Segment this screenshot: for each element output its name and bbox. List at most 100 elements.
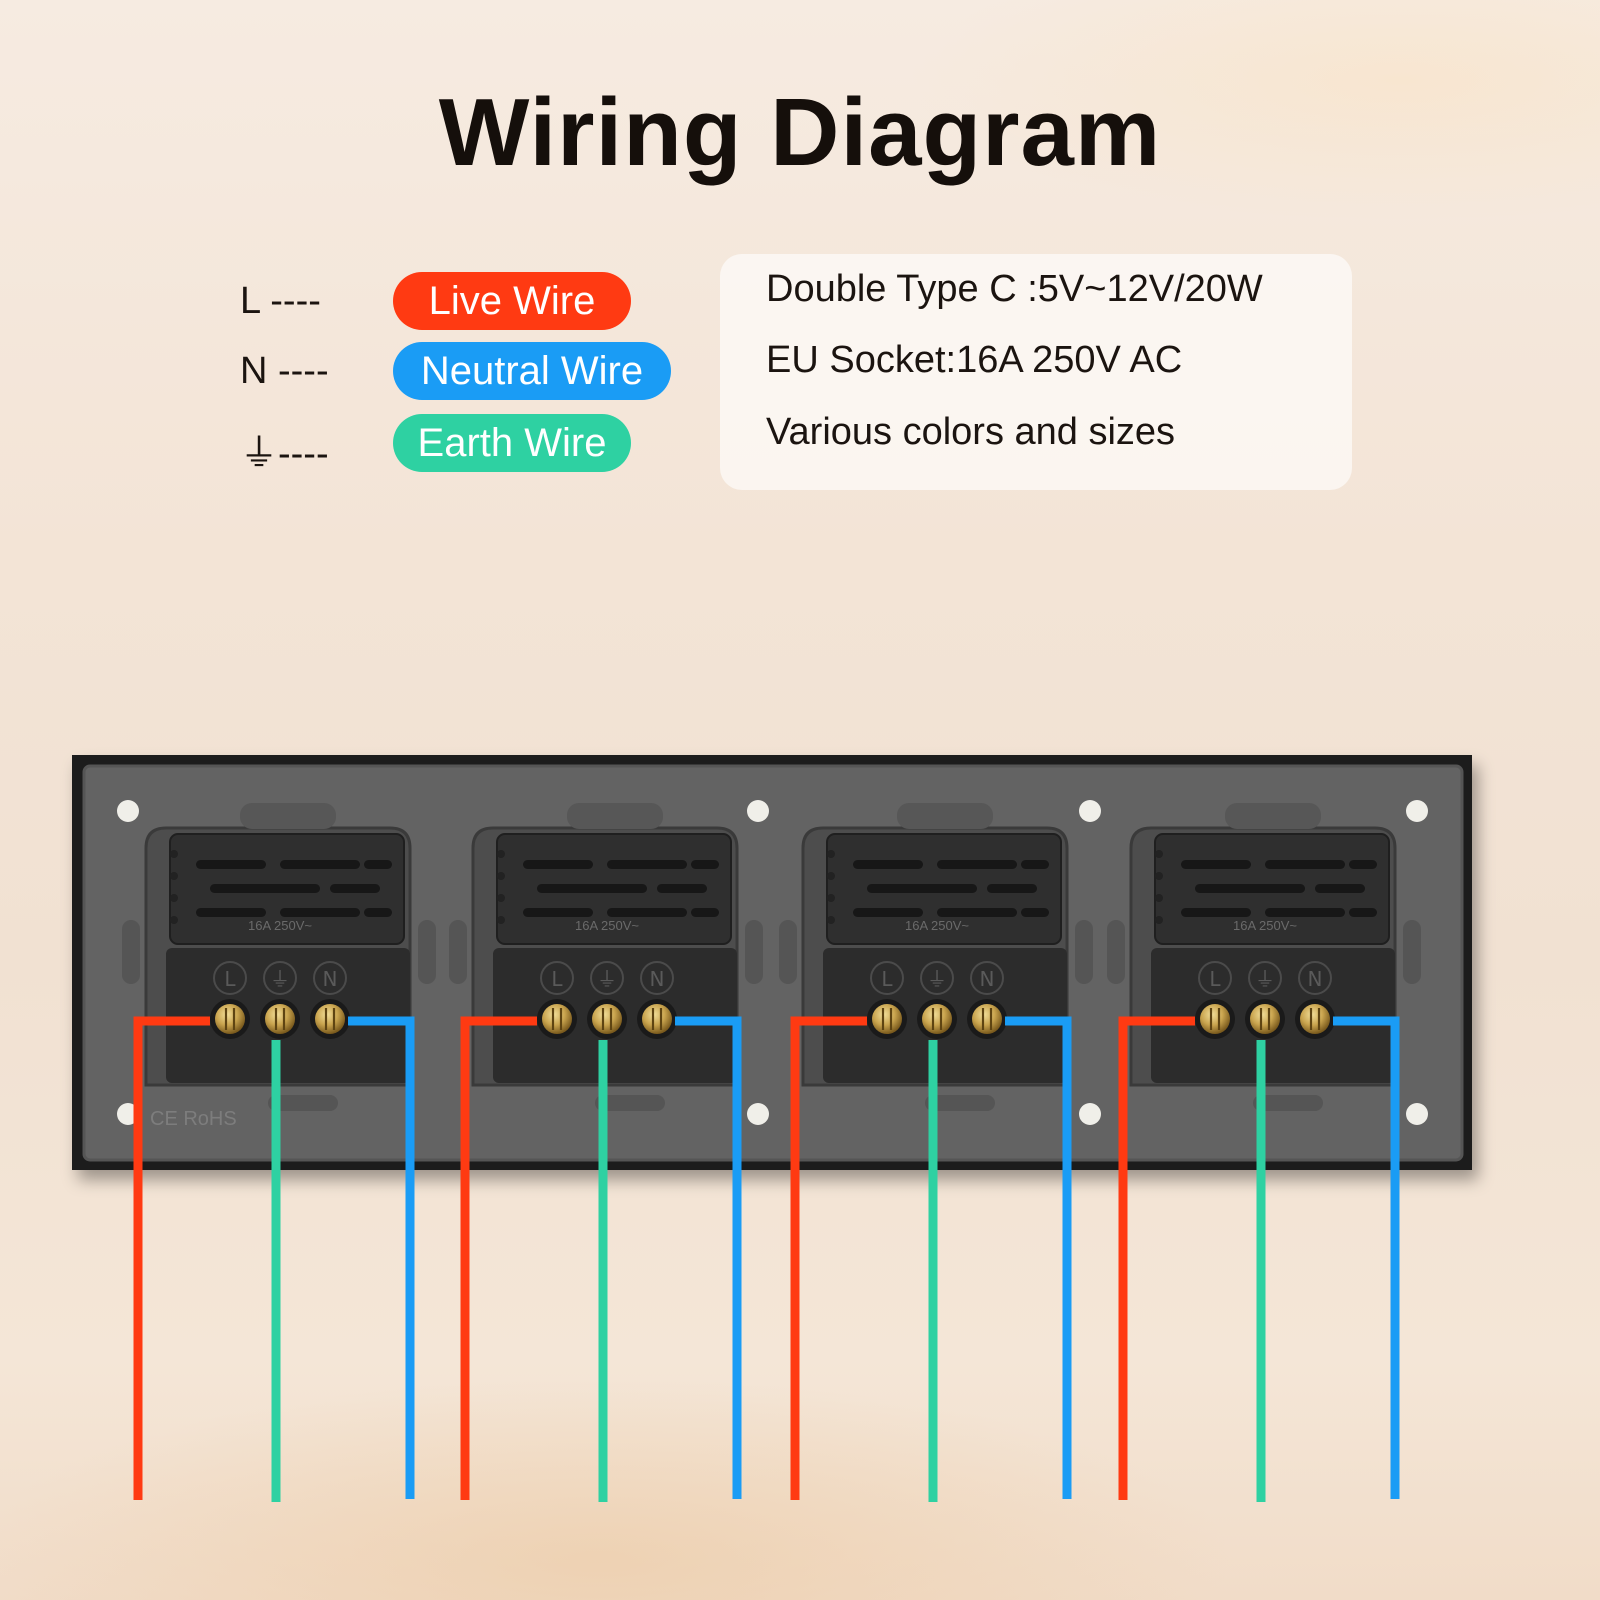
module-nub (497, 916, 505, 924)
terminal-label: N (980, 967, 995, 991)
spec-card: Double Type C :5V~12V/20W EU Socket:16A … (720, 254, 1352, 490)
housing-top-tab (240, 803, 336, 829)
vent-slot (537, 884, 647, 893)
side-slot-left (779, 920, 797, 984)
legend-key-live: L ---- (240, 280, 321, 322)
terminal-label-ring (590, 961, 624, 995)
side-slot-right (745, 920, 763, 984)
vent-slot (691, 908, 719, 917)
neutral-wire (348, 1016, 415, 1499)
terminal-label: ⏚ (270, 967, 290, 991)
vent-slot (1021, 860, 1049, 869)
vent-slot (1349, 860, 1377, 869)
plate-slot (268, 1095, 338, 1111)
side-slot-right (418, 920, 436, 984)
terminal-screw (1200, 1004, 1230, 1034)
terminal-screw (542, 1004, 572, 1034)
legend-row-live: L ---- Live Wire (240, 272, 680, 330)
terminal-label: N (650, 967, 665, 991)
live-wire (1118, 1016, 1195, 1500)
side-slot-left (449, 920, 467, 984)
module-nub (1155, 916, 1163, 924)
vent-slot (937, 908, 1017, 917)
vent-slot (280, 908, 360, 917)
vent-slot (867, 884, 977, 893)
vent-slot (523, 860, 593, 869)
neutral-wire (1333, 1016, 1400, 1499)
vent-slot (1265, 860, 1345, 869)
terminal-label-ring (540, 961, 574, 995)
terminal-label-ring (1198, 961, 1232, 995)
terminal-label: L (551, 967, 563, 991)
cert-mark: CE RoHS (150, 1108, 237, 1130)
neutral-wire-pill: Neutral Wire (393, 342, 671, 400)
terminal-screw (922, 1004, 952, 1034)
terminal-label-ring (313, 961, 347, 995)
vent-slot (523, 908, 593, 917)
vent-slot (1315, 884, 1365, 893)
vent-slot (853, 860, 923, 869)
vent-slot (987, 884, 1037, 893)
terminal-label-ring (213, 961, 247, 995)
module-nub (827, 894, 835, 902)
module-nub (497, 850, 505, 858)
module-nub (1155, 872, 1163, 880)
terminal-label-ring (1298, 961, 1332, 995)
module-nub (170, 872, 178, 880)
module-nub (827, 872, 835, 880)
live-wire (133, 1016, 210, 1500)
terminal-screw (265, 1004, 295, 1034)
spec-variants: Various colors and sizes (766, 411, 1176, 453)
spec-eu-socket: EU Socket:16A 250V AC (766, 339, 1183, 381)
terminal-label: ⏚ (927, 967, 947, 991)
terminal-label: L (881, 967, 893, 991)
terminal-label-ring (263, 961, 297, 995)
terminal-label-ring (870, 961, 904, 995)
vent-slot (210, 884, 320, 893)
module-nub (170, 850, 178, 858)
housing-top-tab (1225, 803, 1321, 829)
legend-row-neutral: N ---- Neutral Wire (240, 342, 680, 400)
socket-module-3: 16A 250V~L⏚N (779, 803, 1093, 1087)
vent-slot (1195, 884, 1305, 893)
live-wire (790, 1016, 867, 1500)
vent-slot (364, 860, 392, 869)
socket-module-1: 16A 250V~L⏚N (122, 803, 436, 1087)
side-slot-right (1403, 920, 1421, 984)
vent-slot (657, 884, 707, 893)
live-wire (460, 1016, 537, 1500)
socket-rating-label: 16A 250V~ (1233, 918, 1297, 933)
socket-rating-label: 16A 250V~ (248, 918, 312, 933)
vent-slot (330, 884, 380, 893)
back-plate (84, 766, 1462, 1160)
terminal-label: ⏚ (1255, 967, 1275, 991)
vent-slot (691, 860, 719, 869)
module-nub (170, 894, 178, 902)
vent-slot (607, 908, 687, 917)
terminal-screw (215, 1004, 245, 1034)
vent-slot (937, 860, 1017, 869)
vent-slot (853, 908, 923, 917)
page-title: Wiring Diagram (438, 79, 1162, 186)
neutral-wire (675, 1016, 742, 1499)
vent-slot (280, 860, 360, 869)
terminal-label-ring (920, 961, 954, 995)
socket-module-2: 16A 250V~ L ⏚ N (449, 803, 763, 1087)
module-nub (1155, 850, 1163, 858)
module-nub (1155, 894, 1163, 902)
live-wire-pill: Live Wire (393, 272, 631, 330)
housing-top-tab (567, 803, 663, 829)
mounting-holes (117, 800, 1428, 1125)
terminal-label: N (1308, 967, 1323, 991)
terminal-label: ⏚ (597, 967, 617, 991)
socket-rating-label: 16A 250V~ (575, 918, 639, 933)
plate-slot (925, 1095, 995, 1111)
module-nub (497, 894, 505, 902)
module-nub (827, 916, 835, 924)
terminal-label-ring (640, 961, 674, 995)
socket-module-4: 16A 250V~L⏚N (1107, 803, 1421, 1087)
vent-slot (1021, 908, 1049, 917)
legend-key-earth: ⏚---- (240, 433, 329, 475)
